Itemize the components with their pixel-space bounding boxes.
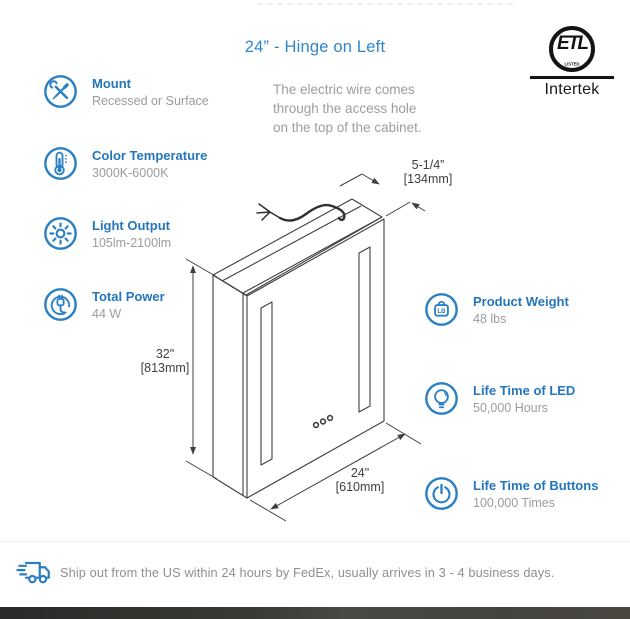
spec-label: Color Temperature (92, 148, 208, 163)
width-inches: 24" (350, 466, 370, 480)
cabinet-front-face (246, 218, 385, 499)
spec-label: Light Output (92, 218, 170, 233)
footer-divider (0, 541, 630, 542)
color-temperature-icon (44, 147, 77, 180)
width-dimension-label: 24" [610mm] (324, 466, 396, 494)
intertek-brand-text: Intertek (544, 81, 600, 98)
etl-listed-text: LISTED (564, 62, 580, 68)
led-lifetime-icon (425, 382, 458, 415)
electric-wire (256, 203, 346, 222)
etl-logo-icon: ETL LISTED (549, 26, 595, 72)
etl-certification-mark: ETL LISTED Intertek (530, 26, 614, 99)
width-dimension-lines (249, 422, 422, 522)
spec-value: 50,000 Hours (473, 401, 549, 415)
shipping-text: Ship out from the US within 24 hours by … (60, 564, 555, 580)
spec-value: 3000K-6000K (92, 166, 169, 180)
spec-label: Life Time of Buttons (473, 478, 599, 493)
etl-logo-text: ETL (557, 33, 589, 54)
spec-button-lifetime: Life Time of Buttons 100,000 Times (424, 476, 598, 512)
spec-value: 105lm-2100lm (92, 236, 172, 250)
spec-light-output: Light Output 105lm-2100lm (43, 216, 171, 252)
height-mm: [813mm] (140, 361, 190, 375)
total-power-icon (44, 288, 77, 321)
svg-text:LB: LB (437, 308, 446, 315)
led-strip-left (260, 301, 273, 466)
spec-label: Life Time of LED (473, 383, 576, 398)
light-output-icon (44, 217, 77, 250)
height-inches: 32" (155, 347, 175, 361)
cabinet-left-face (212, 274, 248, 499)
button-lifetime-icon (425, 477, 458, 510)
spec-mount: Mount Recessed or Surface (43, 74, 209, 110)
depth-mm: [134mm] (403, 172, 453, 186)
spec-value: Recessed or Surface (92, 94, 209, 108)
depth-inches: 5-1/4” (411, 158, 445, 172)
wire-note-text: The electric wire comes through the acce… (273, 82, 422, 135)
shipping-banner: Ship out from the US within 24 hours by … (16, 554, 554, 590)
spec-color-temperature: Color Temperature 3000K-6000K (43, 146, 207, 182)
shipping-truck-icon (16, 561, 50, 584)
led-strip-right (358, 246, 371, 413)
mount-icon (44, 75, 77, 108)
spec-value: 44 W (92, 307, 122, 321)
spec-value: 100,000 Times (473, 496, 555, 510)
height-dimension-label: 32" [813mm] (129, 347, 201, 375)
spec-value: 48 lbs (473, 312, 507, 326)
width-mm: [610mm] (335, 480, 385, 494)
spec-led-lifetime: Life Time of LED 50,000 Hours (424, 381, 575, 417)
cabinet-top-face (212, 198, 383, 296)
depth-dimension-lines (339, 173, 426, 217)
product-weight-icon: LB (425, 293, 458, 326)
spec-label: Product Weight (473, 294, 569, 309)
top-dashed-artifact (257, 3, 513, 5)
height-dimension-lines (185, 258, 218, 480)
etl-divider-bar (530, 76, 614, 79)
spec-label: Mount (92, 76, 131, 91)
bottom-dark-band (0, 607, 630, 619)
cabinet-top-seam-1 (221, 205, 362, 282)
cabinet-top-seam-2 (242, 216, 383, 294)
spec-total-power: Total Power 44 W (43, 287, 165, 323)
depth-dimension-label: 5-1/4” [134mm] (389, 158, 467, 186)
page-title: 24” - Hinge on Left (244, 38, 386, 56)
spec-label: Total Power (92, 289, 165, 304)
touch-buttons (312, 414, 334, 429)
spec-product-weight: LB Product Weight 48 lbs (424, 292, 569, 328)
